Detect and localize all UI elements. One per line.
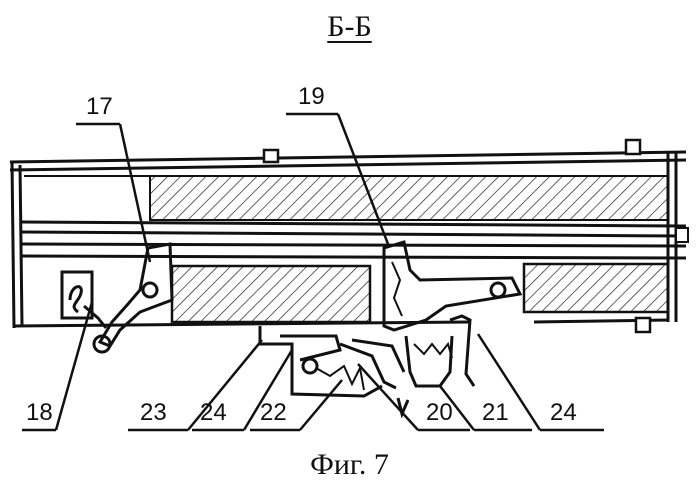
lower-hatched-block-left (172, 266, 370, 322)
label-24-left: 24 (200, 399, 227, 426)
label-19: 19 (298, 83, 325, 110)
label-22: 22 (260, 399, 287, 426)
label-17: 17 (86, 93, 113, 120)
label-18: 18 (26, 399, 53, 426)
label-21: 21 (482, 399, 509, 426)
lever-17 (62, 244, 172, 352)
middle-rails (22, 222, 688, 258)
lower-hatched-block-right (524, 264, 668, 312)
figure-caption: Фиг. 7 (0, 448, 699, 482)
label-23: 23 (140, 399, 167, 426)
label-20: 20 (426, 399, 453, 426)
lever-19 (384, 242, 520, 330)
label-24-right: 24 (550, 399, 577, 426)
upper-hatched-strip (150, 176, 668, 220)
